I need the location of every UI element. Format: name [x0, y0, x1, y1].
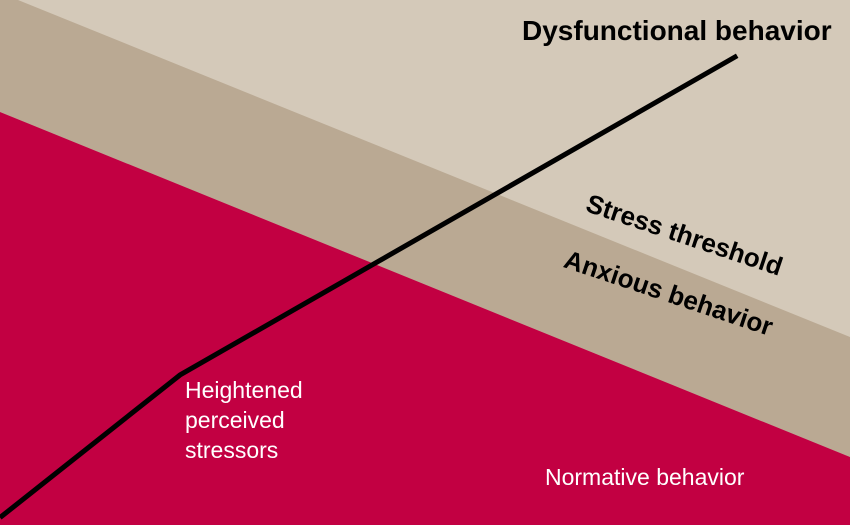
stressors-line-1: Heightened	[185, 377, 303, 403]
normative-behavior-zone	[0, 112, 850, 525]
normative-behavior-label: Normative behavior	[545, 464, 745, 490]
anxious-behavior-band	[0, 0, 850, 457]
behavior-trend-line	[0, 53, 739, 520]
heightened-perceived-stressors-label: Heightened perceived stressors	[185, 375, 303, 465]
stressors-line-3: stressors	[185, 437, 279, 463]
stressors-line-2: perceived	[185, 407, 285, 433]
dysfunctional-behavior-label: Dysfunctional behavior	[522, 15, 832, 46]
